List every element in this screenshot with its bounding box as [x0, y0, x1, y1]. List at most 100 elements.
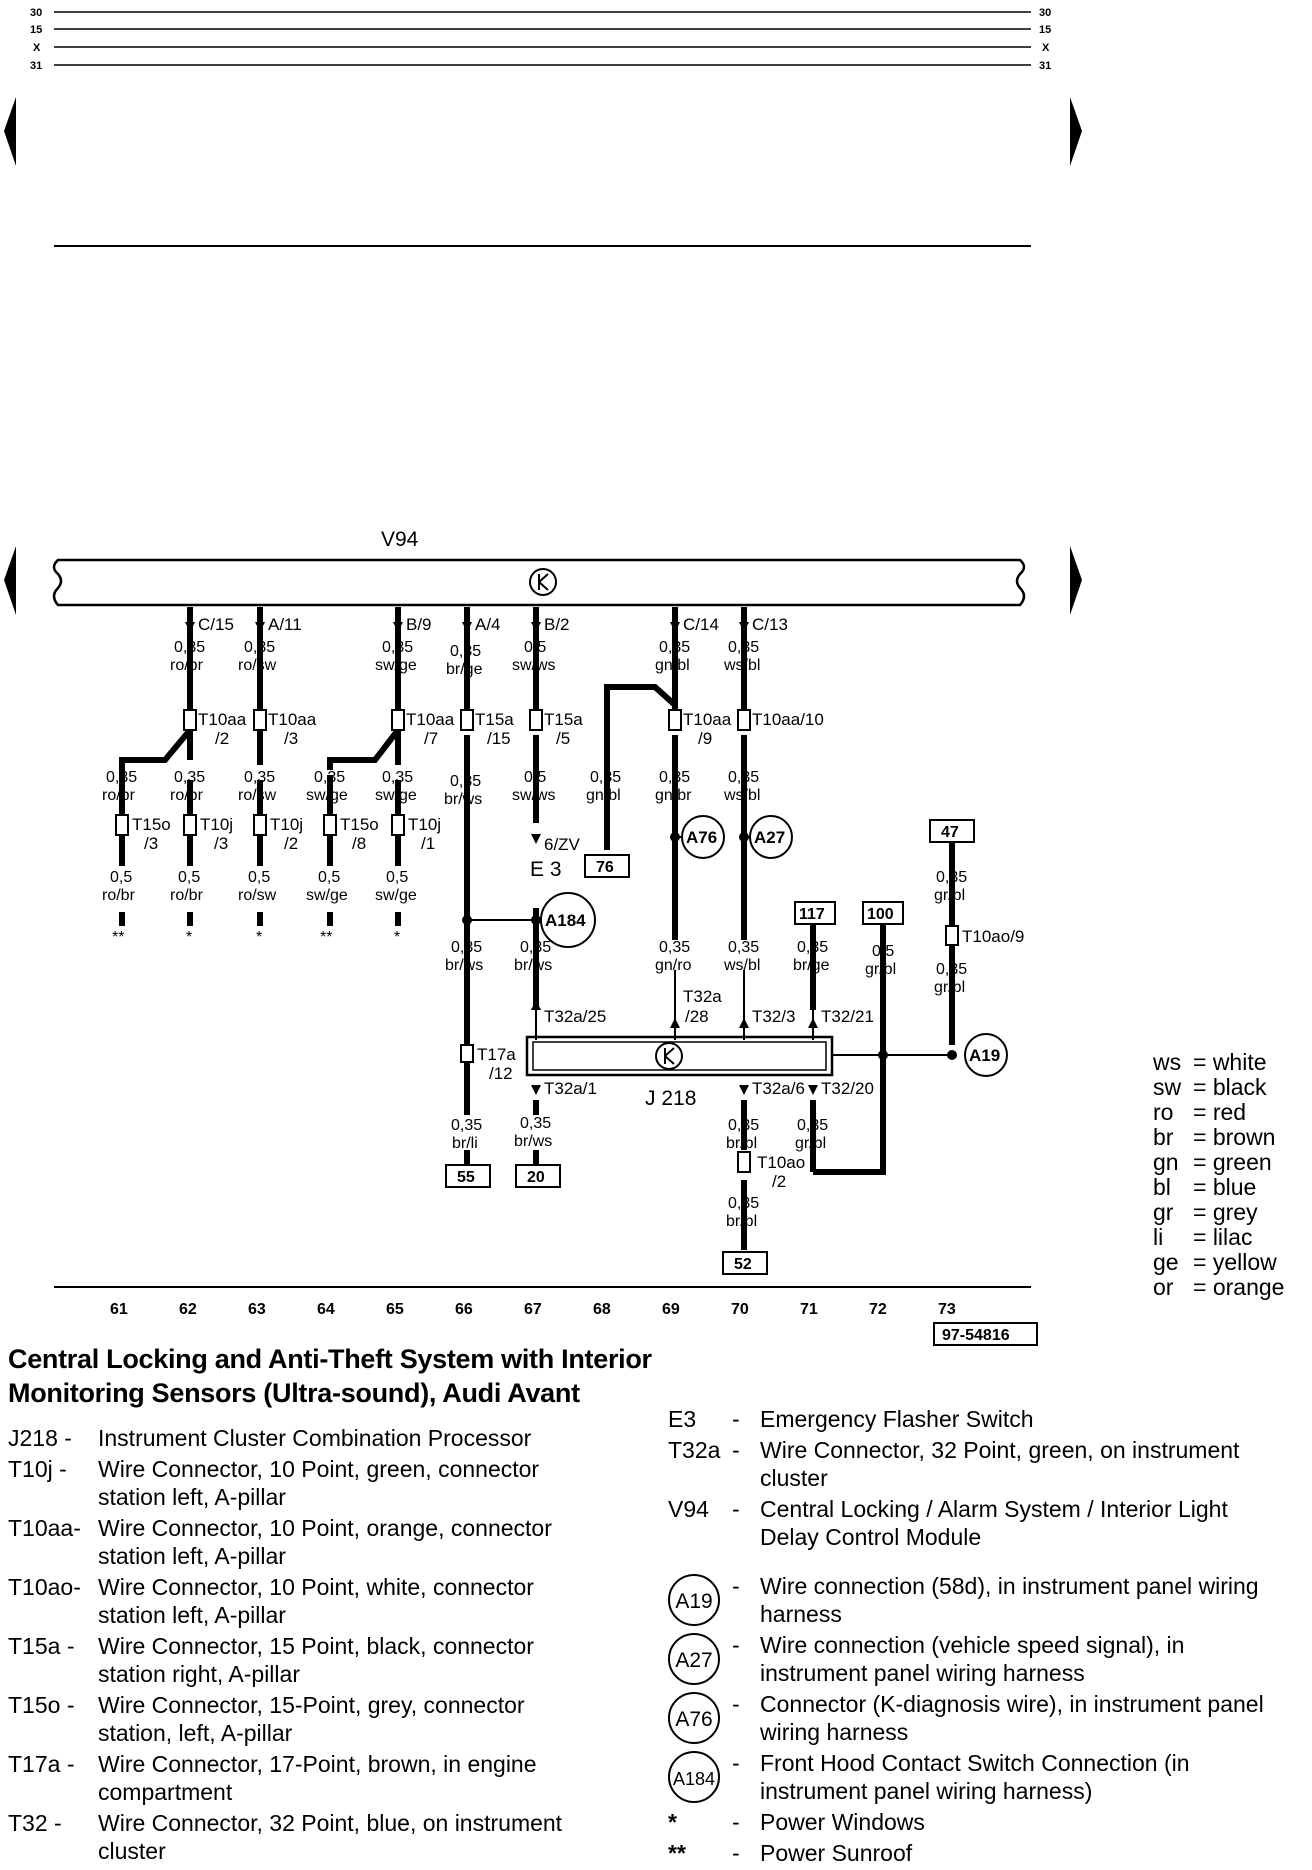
wire-note: *: [256, 929, 262, 946]
circuit-box-47[interactable]: 47: [941, 824, 959, 841]
legend-circle-code: A19: [668, 1574, 720, 1626]
legend-desc: Front Hood Contact Switch Connection (in…: [760, 1750, 1190, 1804]
wire-size: 0,35: [451, 1117, 482, 1134]
title-line-1: Central Locking and Anti-Theft System wi…: [8, 1344, 652, 1374]
legend-item: * - Power Windows: [668, 1808, 1288, 1836]
legend-item: T10aa- Wire Connector, 10 Point, orange,…: [8, 1514, 598, 1570]
legend-item: T15a - Wire Connector, 15 Point, black, …: [8, 1632, 598, 1688]
circuit-box-52[interactable]: 52: [734, 1256, 752, 1273]
color-legend-row: or= orange: [1153, 1275, 1284, 1300]
wire-color: gn/ro: [655, 957, 692, 974]
connector-t10ao9: T10ao/9: [962, 927, 1024, 946]
color-name: = yellow: [1193, 1249, 1277, 1275]
color-name: = grey: [1193, 1199, 1258, 1225]
connector-pin: /8: [352, 834, 366, 853]
wire-color: sw/ws: [512, 657, 556, 674]
lower-wire-specs: 0,5 ro/br ** 0,5 ro/br * 0,5 ro/sw * 0,5…: [102, 869, 417, 946]
connector-t10aa-7: T10aa: [406, 710, 455, 729]
circuit-box-117[interactable]: 117: [799, 906, 825, 923]
prev-page-arrow-icon[interactable]: [4, 97, 16, 166]
j218-k-symbol-icon: [655, 1042, 683, 1070]
color-code: gn: [1153, 1149, 1179, 1175]
wire-color: br/bl: [726, 1135, 757, 1152]
legend-desc: Wire Connector, 32 Point, blue, on instr…: [98, 1810, 563, 1864]
legend-item: E3 - Emergency Flasher Switch: [668, 1405, 1288, 1433]
color-name: = green: [1193, 1149, 1272, 1175]
wire-size: 0,35: [451, 939, 482, 956]
connector-labels-row2: T15o /3 T10j /3 T10j /2 T15o /8 T10j /1: [132, 815, 441, 853]
rail-label-15-right: 15: [1039, 24, 1051, 36]
v94-pin-c15: C/15: [198, 615, 234, 634]
wire-color: gr/bl: [865, 961, 896, 978]
circuit-box-100[interactable]: 100: [867, 906, 894, 923]
wire-color: sw/ge: [306, 887, 348, 904]
track-73: 73: [938, 1301, 956, 1318]
pin-t32-21: T32/21: [821, 1007, 874, 1026]
circuit-box-55[interactable]: 55: [457, 1169, 475, 1186]
legend-item: A76 - Connector (K-diagnosis wire), in i…: [668, 1690, 1288, 1746]
v94-label: V94: [381, 528, 419, 551]
legend-item: T17a - Wire Connector, 17-Point, brown, …: [8, 1750, 598, 1806]
legend-dash: -: [732, 1809, 740, 1835]
wire-color: gn/bl: [655, 657, 690, 674]
color-code: br: [1153, 1124, 1174, 1150]
wire-color: gr/bl: [934, 887, 965, 904]
power-rails: [54, 11, 1031, 247]
e3-arrow-icon: [531, 834, 541, 844]
connection-circles: [540, 815, 1008, 1077]
wire-size: 0,35: [659, 639, 690, 656]
circle-a27: A27: [754, 828, 785, 847]
color-legend-row: sw= black: [1153, 1075, 1284, 1100]
legend-dash: -: [732, 1406, 740, 1432]
color-name: = blue: [1193, 1174, 1257, 1200]
circle-a19: A19: [969, 1046, 1000, 1065]
legend-item: A27 - Wire connection (vehicle speed sig…: [668, 1631, 1288, 1687]
wire-color: ro/br: [102, 787, 136, 804]
connector-symbols-row1: [183, 709, 751, 731]
connector-t10ao2-pin: /2: [772, 1172, 786, 1191]
legend-item: T10ao- Wire Connector, 10 Point, white, …: [8, 1573, 598, 1629]
color-legend-row: gr= grey: [1153, 1200, 1284, 1225]
track-67: 67: [524, 1301, 542, 1318]
legend-code: J218 -: [8, 1425, 72, 1451]
track-66: 66: [455, 1301, 473, 1318]
connector-t15a-5: T15a: [544, 710, 583, 729]
j218-pin-labels: T32a/25 T32a /28 T32/3 T32/21 T32a/1 T32…: [544, 987, 874, 1098]
legend-code: T15a -: [8, 1633, 75, 1659]
rail-label-15-left: 15: [30, 24, 42, 36]
circuit-boxes: [445, 819, 975, 1275]
j218-pin-arrows: [531, 1000, 818, 1095]
legend-code: E3: [668, 1406, 697, 1432]
legend-left-column: J218 - Instrument Cluster Combination Pr…: [8, 1424, 598, 1868]
color-code: or: [1153, 1274, 1174, 1300]
legend-desc: Wire Connector, 32 Point, green, on inst…: [760, 1437, 1240, 1491]
legend-dash: -: [732, 1496, 740, 1522]
connector-t10aa-10: T10aa/10: [752, 710, 824, 729]
legend-code: T15o -: [8, 1692, 75, 1718]
wire-size: 0,35: [520, 1115, 551, 1132]
wire-size: 0,35: [936, 869, 967, 886]
color-legend-row: gn = green: [1153, 1150, 1284, 1175]
connector-pin: /2: [215, 729, 229, 748]
legend-desc: Power Sunroof: [760, 1840, 913, 1866]
color-code: ge: [1153, 1249, 1179, 1275]
circuit-box-76[interactable]: 76: [596, 859, 614, 876]
next-page-arrow-icon[interactable]: [1070, 97, 1082, 166]
next-section-arrow-icon[interactable]: [1070, 546, 1082, 615]
color-name: = lilac: [1193, 1224, 1253, 1250]
v94-pin-c13: C/13: [752, 615, 788, 634]
v94-pin-c14: C/14: [683, 615, 719, 634]
circuit-box-20[interactable]: 20: [527, 1169, 545, 1186]
wire-color: br/ws: [514, 957, 552, 974]
connector-pin: /3: [214, 834, 228, 853]
wire-size: 0,35: [450, 773, 481, 790]
wire-color: ro/sw: [238, 657, 277, 674]
rail-label-30-right: 30: [1039, 7, 1051, 19]
pin-t32-20: T32/20: [821, 1079, 874, 1098]
legend-desc: Central Locking / Alarm System / Interio…: [760, 1496, 1228, 1550]
v94-pin-arrows: [185, 622, 749, 632]
j218-lower-specs: 0,35 br/li 0,35 br/ws 0,35 br/bl 0,35 gr…: [451, 1115, 828, 1230]
connector-pin: /3: [284, 729, 298, 748]
prev-section-arrow-icon[interactable]: [4, 546, 16, 615]
connector-t10aa-2: T10aa: [198, 710, 247, 729]
